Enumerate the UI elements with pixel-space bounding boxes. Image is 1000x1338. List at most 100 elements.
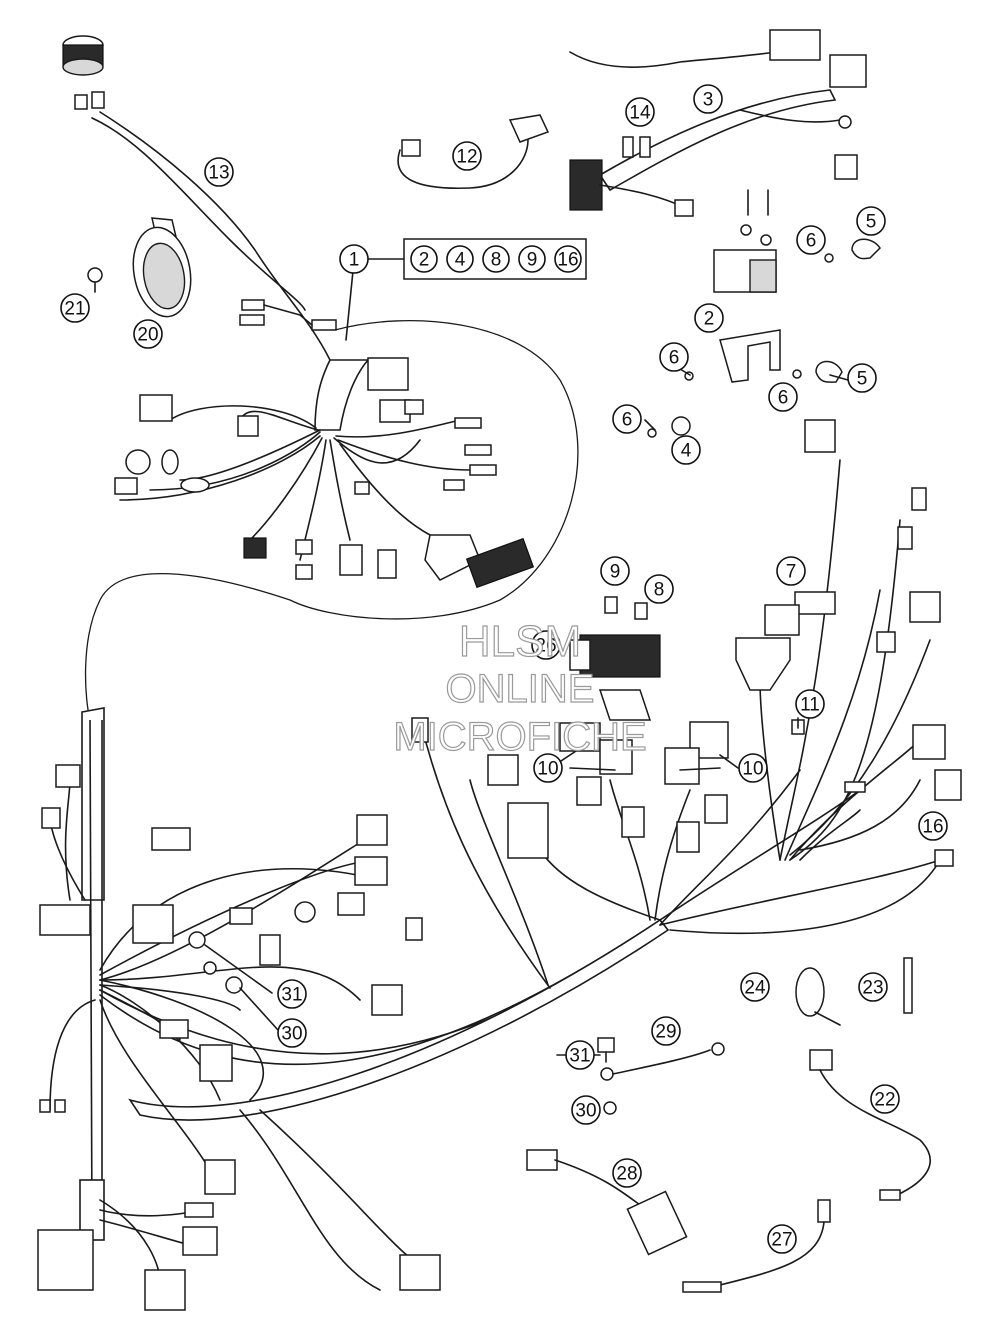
callout-circle (571, 1095, 601, 1125)
callout-27: 27 (767, 1224, 797, 1254)
callout-23: 23 (858, 972, 888, 1002)
callout-number: 26 (535, 636, 556, 657)
callout-10: 10 (738, 753, 768, 783)
callout-circle (671, 435, 701, 465)
callout-circle (554, 245, 582, 273)
callout-circle (482, 245, 510, 273)
callout-6: 6 (612, 404, 642, 434)
callout-circle (918, 811, 948, 841)
callout-number: 8 (654, 580, 665, 601)
detail-outline (84, 319, 579, 721)
callout-number: 20 (137, 325, 158, 346)
callout-2: 2 (410, 245, 438, 273)
part-31-bolt (597, 1037, 615, 1063)
callout-number: 30 (575, 1101, 596, 1122)
callout-number: 22 (874, 1090, 895, 1111)
callout-24: 24 (740, 972, 770, 1002)
callout-circle (693, 84, 723, 114)
callout-6: 6 (796, 225, 826, 255)
part-14-fuse (622, 136, 634, 158)
part-20-horn (132, 217, 192, 318)
callout-number: 7 (786, 562, 797, 583)
watermark-line1: HLSM (459, 617, 581, 666)
callout-circle (133, 319, 163, 349)
callout-7: 7 (776, 556, 806, 586)
callout-circle (856, 206, 886, 236)
callout-number: 16 (557, 250, 578, 271)
callout-2: 2 (694, 303, 724, 333)
callout-number: 13 (208, 163, 229, 184)
callout-31: 31 (277, 979, 307, 1009)
part-16-connector (934, 849, 954, 867)
callout-number: 1 (349, 250, 360, 271)
callout-circle (204, 157, 234, 187)
callout-5: 5 (856, 206, 886, 236)
callout-circle (612, 404, 642, 434)
part-8-fuse (634, 602, 648, 620)
part-26-connector (569, 634, 661, 721)
callout-circle (767, 1224, 797, 1254)
callout-8: 8 (644, 574, 674, 604)
callout-circle (644, 574, 674, 604)
callout-number: 6 (622, 410, 633, 431)
callout-number: 28 (616, 1164, 637, 1185)
callout-number: 2 (704, 309, 715, 330)
part-3-harness (569, 29, 867, 217)
callout-circle (858, 972, 888, 1002)
callout-circle (565, 1040, 595, 1070)
watermark-line2: ONLINE (446, 667, 595, 711)
callout-number: 9 (610, 562, 621, 583)
callout-circle (533, 753, 563, 783)
part-5-clip-b (815, 360, 843, 383)
part-21-screw (87, 267, 103, 293)
callout-number: 31 (569, 1046, 590, 1067)
part-4-grommet (671, 416, 691, 436)
callout-circle (277, 1018, 307, 1048)
callout-circle (768, 382, 798, 412)
callout-number: 23 (862, 978, 883, 999)
part-5-clip-a (851, 238, 881, 260)
callout-circle (659, 342, 689, 372)
callout-13: 13 (204, 157, 234, 187)
callout-circle (452, 141, 482, 171)
callout-number: 11 (800, 695, 820, 716)
callout-circle (776, 556, 806, 586)
callout-number: 3 (703, 90, 714, 111)
callout-circle (651, 1016, 681, 1046)
callout-number: 5 (857, 369, 868, 390)
callout-circle (410, 245, 438, 273)
callout-circle (531, 630, 561, 660)
callout-number: 14 (629, 103, 651, 124)
callout-circle (795, 689, 825, 719)
part-24-tie (795, 967, 841, 1026)
callout-22: 22 (870, 1084, 900, 1114)
part-2-bracket (719, 329, 781, 383)
callout-10: 10 (533, 753, 563, 783)
callout-number: 27 (771, 1230, 792, 1251)
callout-30: 30 (571, 1095, 601, 1125)
callout-number: 4 (681, 441, 692, 462)
callout-number: 10 (742, 759, 763, 780)
callout-1: 1 (339, 244, 369, 274)
callout-4: 4 (671, 435, 701, 465)
watermark: HLSM ONLINE MICROFICHE (393, 616, 648, 759)
callout-number: 12 (456, 147, 477, 168)
callout-number: 10 (537, 759, 558, 780)
part-27-lead (682, 1199, 831, 1293)
callout-11: 11 (795, 689, 825, 719)
callout-9: 9 (600, 556, 630, 586)
callout-circle (796, 225, 826, 255)
part-23-strap (903, 957, 913, 1014)
part-28-lead (526, 1149, 688, 1256)
callout-circle (339, 244, 369, 274)
callout-number: 21 (64, 299, 85, 320)
callout-number: 9 (527, 250, 538, 271)
callout-16: 16 (554, 245, 582, 273)
callout-26: 26 (531, 630, 561, 660)
callout-16: 16 (918, 811, 948, 841)
callout-number: 6 (778, 388, 789, 409)
callout-29: 29 (651, 1016, 681, 1046)
callout-14: 14 (625, 97, 655, 127)
